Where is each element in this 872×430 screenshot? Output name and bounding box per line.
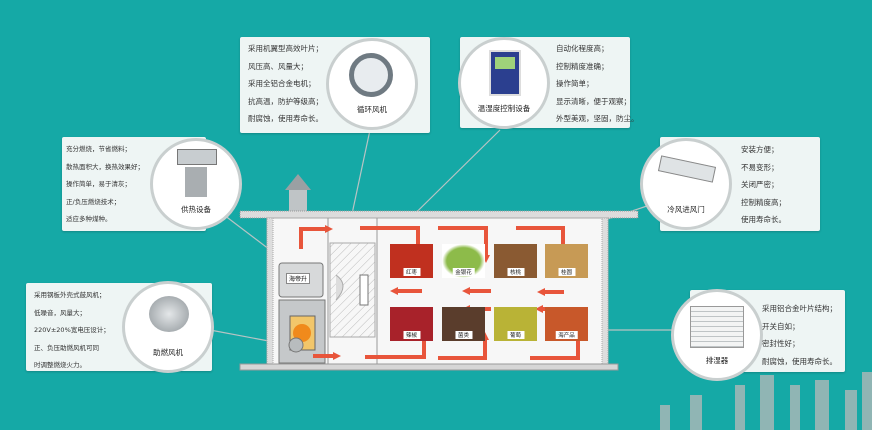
food-label: 海产品 xyxy=(555,331,578,339)
damper-title: 冷风进风门 xyxy=(667,205,705,214)
fan-features: 采用机翼型高效叶片； 风压高、风量大； 采用全铝合金电机； 抗高温，防护等级高； 耐腐蚀… xyxy=(248,40,323,128)
dehumidifier-features: 采用铝合金叶片结构； 开关自如； 密封性好； 耐腐蚀，使用寿命长。 xyxy=(762,300,837,370)
blower-features: 采用钢板外壳式鼓风机； 低噪音，风量大； 220V±20%宽电压设计； 正、负压助燃风… xyxy=(34,287,110,375)
feature: 耐腐蚀，使用寿命长。 xyxy=(762,356,837,366)
feature: 采用全铝合金电机； xyxy=(248,79,316,88)
food-honeysuckle: 金银花 xyxy=(442,244,485,278)
food-mushroom: 菌类 xyxy=(442,307,485,341)
feature: 使用寿命长。 xyxy=(741,215,786,224)
fan-circle: 循环风机 xyxy=(326,38,418,130)
feature: 关闭严密； xyxy=(741,180,779,189)
controller-features: 自动化程度高； 控制精度准确； 操作简单； 显示清晰，便于观察； 外型美观，坚固，防尘。 xyxy=(556,40,639,128)
heater-icon xyxy=(177,149,217,165)
food-label: 核桃 xyxy=(506,268,525,276)
stove-blower xyxy=(288,337,304,353)
stove-body xyxy=(278,299,326,364)
food-jujube: 红枣 xyxy=(390,244,433,278)
heater-features: 充分燃烧，节省燃料； 散热面积大，换热效果好； 操作简单，易于清灰； 正/负压燃烧技术… xyxy=(66,141,144,229)
fan-outlet xyxy=(359,274,369,306)
feature: 抗高温，防护等级高； xyxy=(248,96,323,106)
stove-label: 海帝升 xyxy=(286,273,311,284)
fan-housing xyxy=(335,274,344,301)
food-label: 桂圆 xyxy=(557,268,576,276)
food-label: 菌类 xyxy=(454,331,473,339)
food-seafood: 海产品 xyxy=(545,307,588,341)
feature: 自动化程度高； xyxy=(556,44,609,53)
feature: 时调整燃烧火力。 xyxy=(34,361,86,369)
chimney xyxy=(289,190,307,212)
fire xyxy=(293,324,311,342)
feature: 控制精度准确； xyxy=(556,61,609,71)
air-damper-icon xyxy=(657,155,717,183)
louver-vent-icon xyxy=(690,306,744,348)
feature: 操作简单； xyxy=(556,79,594,88)
food-label: 葡萄 xyxy=(506,331,525,339)
airflow-arrows xyxy=(299,226,580,360)
feature: 风压高、风量大； xyxy=(248,61,308,71)
damper-features: 安装方便； 不易变形； 关闭严密； 控制精度高； 使用寿命长。 xyxy=(741,141,786,229)
feature: 显示清晰，便于观察； xyxy=(556,96,631,106)
floor xyxy=(239,363,619,371)
controller-title: 温湿度控制设备 xyxy=(477,104,531,113)
fan-title: 循环风机 xyxy=(357,105,387,114)
food-label: 金银花 xyxy=(452,268,475,276)
feature: 正/负压燃烧技术； xyxy=(66,197,121,206)
feature: 控制精度高； xyxy=(741,197,786,207)
dehumidifier-title: 排湿器 xyxy=(705,356,729,365)
roof xyxy=(239,210,639,219)
feature: 适应多种煤种。 xyxy=(66,215,112,223)
food-label: 红枣 xyxy=(402,268,421,276)
controller-circle: 温湿度控制设备 xyxy=(458,37,550,129)
feature: 正、负压助燃风机可同 xyxy=(34,343,99,352)
feature: 充分燃烧，节省燃料； xyxy=(66,145,131,153)
feature: 外型美观，坚固，防尘。 xyxy=(556,114,639,123)
blower-circle: 助燃风机 xyxy=(122,281,214,373)
feature: 耐腐蚀，使用寿命长。 xyxy=(248,114,323,123)
food-raisin: 葡萄 xyxy=(494,307,537,341)
damper-circle: 冷风进风门 xyxy=(640,138,732,230)
feature: 开关自如； xyxy=(762,321,800,331)
feature: 不易变形； xyxy=(741,162,779,172)
feature: 散热面积大，换热效果好； xyxy=(66,162,144,171)
chimney-cap xyxy=(285,174,311,190)
food-chili: 辣椒 xyxy=(390,307,433,341)
dehumidifier-circle: 排湿器 xyxy=(671,289,763,381)
food-walnut: 核桃 xyxy=(494,244,537,278)
feature: 操作简单，易于清灰； xyxy=(66,180,131,188)
feature: 密封性好； xyxy=(762,339,800,348)
feature: 低噪音，风量大； xyxy=(34,308,86,317)
feature: 采用机翼型高效叶片； xyxy=(248,44,323,53)
blower-icon xyxy=(149,296,189,332)
controller-panel-icon xyxy=(489,50,521,96)
axial-fan-icon xyxy=(349,53,393,97)
feature: 220V±20%宽电压设计； xyxy=(34,326,110,334)
blower-title: 助燃风机 xyxy=(153,348,183,357)
heater-circle: 供热设备 xyxy=(150,138,242,230)
feature: 采用钢板外壳式鼓风机； xyxy=(34,291,106,299)
feature: 采用铝合金叶片结构； xyxy=(762,304,837,313)
food-longan: 桂圆 xyxy=(545,244,588,278)
heater-title: 供热设备 xyxy=(181,205,211,214)
feature: 安装方便； xyxy=(741,145,779,154)
food-label: 辣椒 xyxy=(402,331,421,339)
